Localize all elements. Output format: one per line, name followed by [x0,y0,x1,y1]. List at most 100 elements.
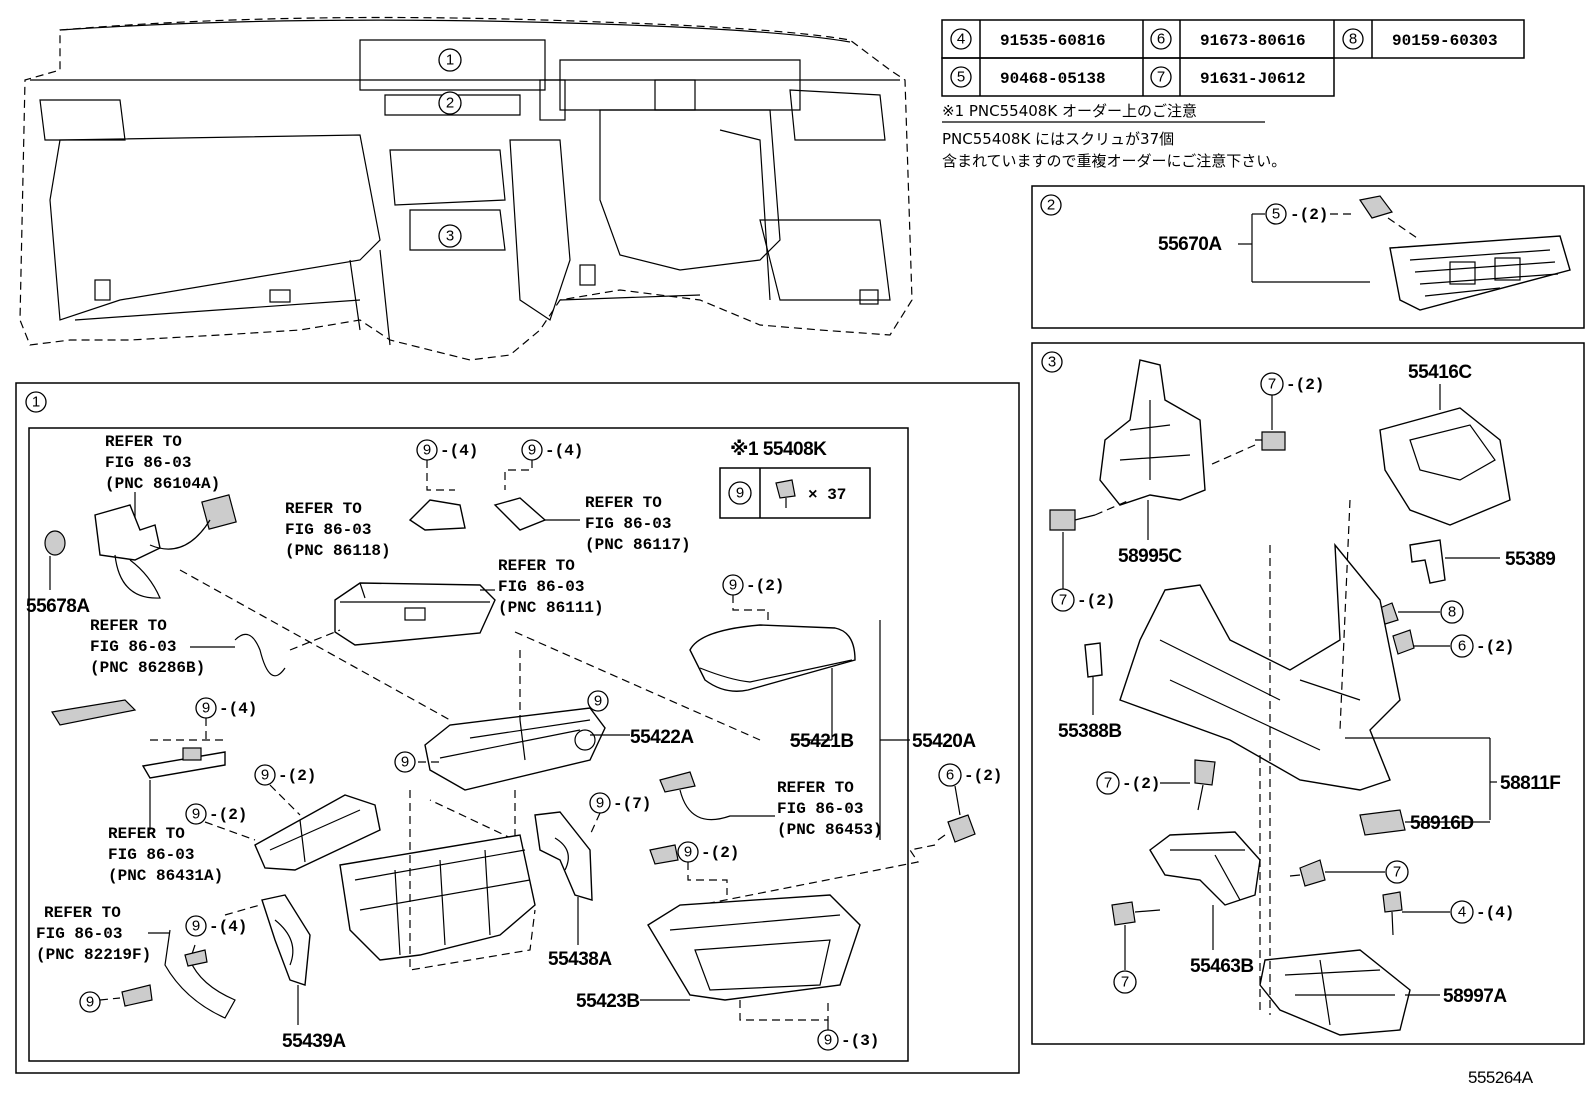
svg-text:-(2): -(2) [278,767,316,785]
display-module-86111 [334,582,496,646]
bracket-86118 [408,499,466,531]
refer-86118-l1: REFER TO [285,500,362,518]
p3-callout-7-right: 7 [1393,864,1401,881]
diagram-code: 555264A [1468,1068,1534,1087]
bracket-58997A [1259,949,1411,1036]
bolt-6-p1 [937,814,976,843]
overview-callout-1-text: 1 [446,52,454,69]
cover-58916D [1359,809,1406,836]
svg-text:-(4): -(4) [219,700,257,718]
refer-86286b-l1: REFER TO [90,617,167,635]
air-vent-register [1389,235,1571,311]
bolt-7-top [1255,431,1286,451]
svg-text:9: 9 [261,767,269,784]
wire-86453 [679,789,775,821]
refer-86286b-l2: FIG 86-03 [90,638,176,656]
part-55670A: 55670A [1158,234,1222,255]
overview-callout-2 [438,91,462,115]
part-55416C: 55416C [1408,362,1472,383]
overview-callout-1 [438,48,462,72]
bracket-86117 [493,497,547,531]
kit-55408K-title: ※1 55408K [730,439,827,460]
console-cup-holder-55416C [1379,407,1511,526]
refer-86104a-l3: (PNC 86104A) [105,475,220,493]
svg-text:9: 9 [596,795,604,812]
refer-86111-l2: FIG 86-03 [498,578,584,596]
p3-callout-8: 8 [1448,604,1456,621]
switch-86104A [94,504,161,561]
p3-callout-7-mid: 7 [1104,775,1112,792]
part-55421B: 55421B [790,731,854,752]
tray-55423B [647,894,861,1001]
refer-86431a-l1: REFER TO [108,825,185,843]
refer-86117-l1: REFER TO [585,494,662,512]
overview-callout-3 [438,224,462,248]
p3-callout-7-left: 7 [1059,592,1067,609]
p3-callout-7-bottom: 7 [1121,974,1129,991]
bolt-4 [1382,891,1403,936]
refer-82219f-l3: (PNC 82219F) [36,946,151,964]
svg-text:-(2): -(2) [701,844,739,862]
p3-callout-4: 4 [1458,904,1466,921]
refer-86118-l2: FIG 86-03 [285,521,371,539]
clip-55388B [1084,642,1103,678]
ring-55438A [534,811,593,901]
screw-icon [775,479,796,508]
svg-text:-(2): -(2) [746,577,784,595]
refer-86431a-l3: (PNC 86431A) [108,867,223,885]
svg-text:-(2): -(2) [209,806,247,824]
part-55422A: 55422A [630,727,694,748]
bolt-7-mid [1194,759,1216,811]
instrument-panel-overview: 1 2 3 [19,16,913,361]
svg-text:-(2): -(2) [1286,376,1324,394]
kit-55408K-box [719,467,871,519]
svg-text:9: 9 [86,994,94,1011]
refer-86111-l1: REFER TO [498,557,575,575]
svg-text:-(2): -(2) [964,767,1002,785]
bracket-upper [254,794,381,871]
panel-2-qty: -(2) [1290,206,1328,224]
refer-86117-l2: FIG 86-03 [585,515,671,533]
table-part-91673: 91673-80616 [1200,32,1306,50]
refer-86104a-l1: REFER TO [105,433,182,451]
svg-text:-(2): -(2) [1077,592,1115,610]
part-58811F: 58811F [1500,773,1560,794]
svg-text:9: 9 [192,918,200,935]
svg-text:9: 9 [202,700,210,717]
part-58995C: 58995C [1118,546,1182,567]
small-clip [121,984,153,1007]
svg-text:-(3): -(3) [841,1032,879,1050]
box-55422A [424,707,606,791]
svg-text:9: 9 [684,844,692,861]
table-ref-7: 7 [1157,69,1165,86]
overview-callout-3-text: 3 [446,228,454,245]
svg-text:9: 9 [423,442,431,459]
svg-text:9: 9 [736,485,744,502]
bolt-7-right [1289,859,1326,887]
panel-1: 1 REFER TO FIG 86-03 (PNC 86104A) 55678A… [15,382,1020,1074]
p3-callout-6: 6 [1458,638,1466,655]
p3-callout-7-top: 7 [1268,376,1276,393]
svg-text:9: 9 [594,693,602,710]
svg-text:9: 9 [192,806,200,823]
table-part-91535: 91535-60816 [1000,32,1106,50]
note-line-2: 含まれていますので重複オーダーにご注意下さい。 [942,152,1286,170]
part-58997A: 58997A [1443,986,1507,1007]
fastener-table: 4 91535-60816 6 91673-80616 8 90159-6030… [941,19,1525,97]
part-55438A: 55438A [548,949,612,970]
cable-82219F [164,929,236,1019]
refer-86118-l3: (PNC 86118) [285,542,391,560]
bracket-55389 [1409,539,1446,584]
table-ref-6: 6 [1157,31,1165,48]
refer-86453-l1: REFER TO [777,779,854,797]
table-ref-5: 5 [957,69,965,86]
part-58916D: 58916D [1410,813,1474,834]
table-part-90468: 90468-05138 [1000,70,1106,88]
overview-callout-2-text: 2 [446,95,454,112]
p1-callout-6: 6 [946,767,954,784]
bolt-7-left [1049,509,1096,531]
refer-86286b-l3: (PNC 86286B) [90,659,205,677]
part-55389: 55389 [1505,549,1555,570]
table-part-91631: 91631-J0612 [1200,70,1306,88]
bolt-6-p3 [1392,629,1415,655]
